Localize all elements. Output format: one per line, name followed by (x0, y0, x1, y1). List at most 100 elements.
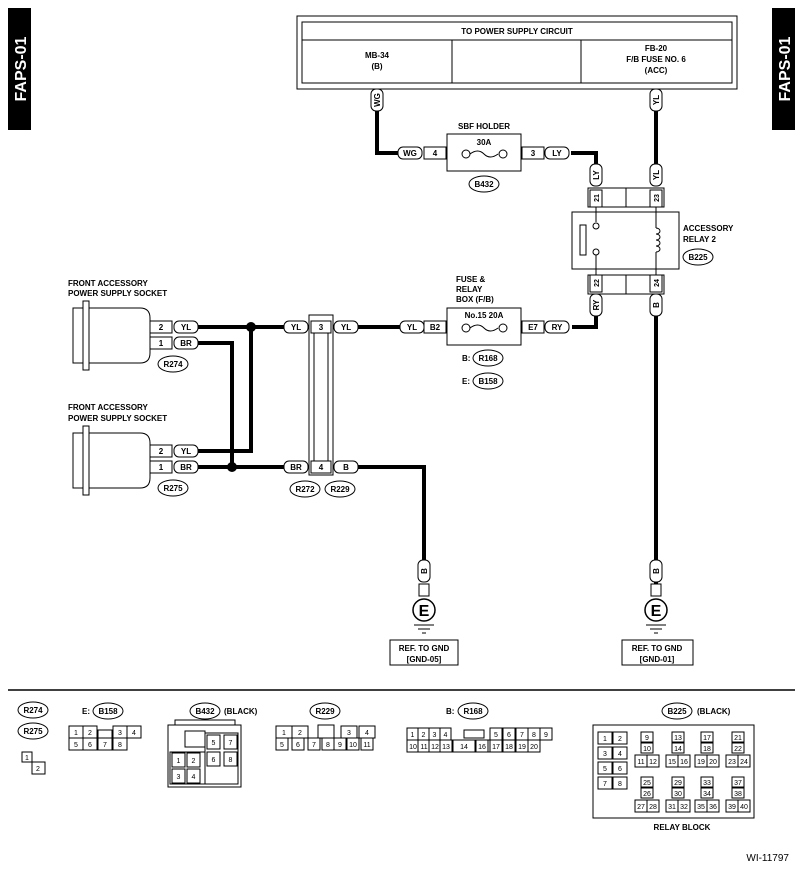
b225-pin-36: 36 (709, 804, 717, 811)
b158-pin-4-cell (126, 725, 142, 739)
r229-pin-2: 2 (298, 730, 302, 737)
b225-pin-32: 32 (680, 804, 688, 811)
b225-pin-17: 17 (703, 735, 711, 742)
sbf-pin-in: 4 (433, 149, 438, 158)
joint-conn-left: R272 (295, 485, 315, 494)
legend-b158-prefix: E: (82, 707, 90, 716)
legend-b225-label: B225 (667, 707, 687, 716)
wires (198, 89, 658, 590)
b158-pin-8: 8 (118, 742, 122, 749)
wire-label-yl-fusebox: YL (399, 320, 425, 334)
b225-pin-12-cell (646, 754, 660, 768)
b225-pin-20-cell (706, 754, 720, 768)
b225-pin-30: 30 (674, 791, 682, 798)
b225-pin-33: 33 (703, 780, 711, 787)
legend-b225-color: (BLACK) (697, 707, 731, 716)
relay-pin-21: 21 (594, 194, 601, 202)
wire-yl-jl-text: YL (291, 323, 301, 332)
r229-pin-7-cell (307, 737, 321, 751)
sbf-title: SBF HOLDER (458, 122, 510, 131)
wire-ly-v-text: LY (592, 170, 601, 180)
b225-pin-38-cell (731, 787, 745, 799)
r168-pin-14-cell (452, 739, 476, 753)
b225-pin-5-cell (597, 761, 613, 775)
b225-pin-15: 15 (668, 759, 676, 766)
b158-pin-7-cell (97, 737, 113, 751)
b225-pin-2: 2 (618, 736, 622, 743)
b225-pin-25: 25 (643, 780, 651, 787)
wire-label-b-joint-right: B (333, 460, 359, 474)
b432-pin-4: 4 (192, 774, 196, 781)
fuse-pin-in: B2 (430, 323, 441, 332)
r229-pin-9-cell (333, 737, 347, 751)
wire-label-yl-joint-left: YL (283, 320, 309, 334)
r229-pin-1: 1 (282, 730, 286, 737)
r229-pin-4: 4 (365, 730, 369, 737)
relay-title-2: RELAY 2 (683, 235, 716, 244)
socket1-pin2: 2 (159, 323, 164, 332)
wire-br-jl-text: BR (290, 463, 302, 472)
power-right-sub2: (ACC) (645, 66, 668, 75)
socket1-title-2: POWER SUPPLY SOCKET (68, 289, 167, 298)
fuse-box-title-3: BOX (F/B) (456, 295, 494, 304)
b432-pin-7: 7 (229, 740, 233, 747)
relay-title-1: ACCESSORY (683, 224, 734, 233)
wire-label-b-vertical-relay: B (649, 293, 663, 317)
wire-label-yl-joint-right: YL (333, 320, 359, 334)
relay-connector: B225 (688, 253, 708, 262)
b432-pin-5: 5 (212, 740, 216, 747)
b225-pin-28: 28 (649, 804, 657, 811)
wire-yl-fuse-text: YL (407, 323, 417, 332)
ground-right: E REF. TO GND [GND-01] (621, 583, 694, 666)
fuse-e-label: E: (462, 377, 470, 386)
figure-id: WI-11797 (746, 853, 789, 864)
b225-pin-6-cell (612, 761, 628, 775)
socket2-wire-br: BR (180, 463, 192, 472)
wire-label-ly-horizontal: LY (544, 146, 570, 160)
legend-b432-label: B432 (195, 707, 215, 716)
b225-pin-28-cell (646, 799, 660, 813)
b225-pin-33-cell (700, 776, 714, 788)
r229-pin-7: 7 (312, 742, 316, 749)
b225-pin-13-cell (671, 731, 685, 743)
b225-pin-16-cell (677, 754, 691, 768)
r229-pin-5-cell (275, 737, 289, 751)
socket2-title-2: POWER SUPPLY SOCKET (68, 414, 167, 423)
connector-key-tab (97, 729, 113, 739)
r229-pin-11: 11 (363, 742, 370, 749)
b225-pin-40-cell (737, 799, 751, 813)
r168-pin-14: 14 (460, 744, 468, 751)
b432-pin-3-cell (171, 768, 186, 784)
power-supply-title: TO POWER SUPPLY CIRCUIT (461, 27, 573, 36)
socket2-pin1: 1 (159, 463, 164, 472)
fuse-box-title-2: RELAY (456, 285, 483, 294)
b432-pin-6: 6 (212, 757, 216, 764)
accessory-relay: 21 23 22 24 ACCESSORY RELAY 2 B225 (571, 187, 734, 295)
b432-pin-8-cell (223, 751, 238, 767)
sbf-holder: SBF HOLDER 30A 4 3 B432 (423, 122, 545, 193)
b225-pin-9: 9 (645, 735, 649, 742)
wire-wg-h-text: WG (403, 149, 417, 158)
front-accessory-socket-2: FRONT ACCESSORY POWER SUPPLY SOCKET 2 1 … (68, 403, 199, 497)
ground-right-ref1: REF. TO GND (632, 644, 683, 653)
socket1-title-1: FRONT ACCESSORY (68, 279, 149, 288)
wire-b-gl-text: B (420, 568, 429, 574)
connector-key-tab (463, 729, 485, 739)
b432-pin-8: 8 (229, 757, 233, 764)
b158-pin-5: 5 (74, 742, 78, 749)
b225-pin-12: 12 (649, 759, 657, 766)
wire-yl-jr-text: YL (341, 323, 351, 332)
power-right-sub: F/B FUSE NO. 6 (626, 55, 686, 64)
page-tab-left: FAPS-01 (8, 8, 31, 130)
r229-pin-5: 5 (280, 742, 284, 749)
relay-pin-24: 24 (654, 279, 661, 287)
b225-pin-29: 29 (674, 780, 682, 787)
b225-pin-2-cell (612, 731, 628, 745)
b225-pin-22: 22 (734, 746, 742, 753)
relay-pin-23: 23 (654, 194, 661, 202)
b432-pin-3: 3 (177, 774, 181, 781)
b225-pin-4: 4 (618, 751, 622, 758)
